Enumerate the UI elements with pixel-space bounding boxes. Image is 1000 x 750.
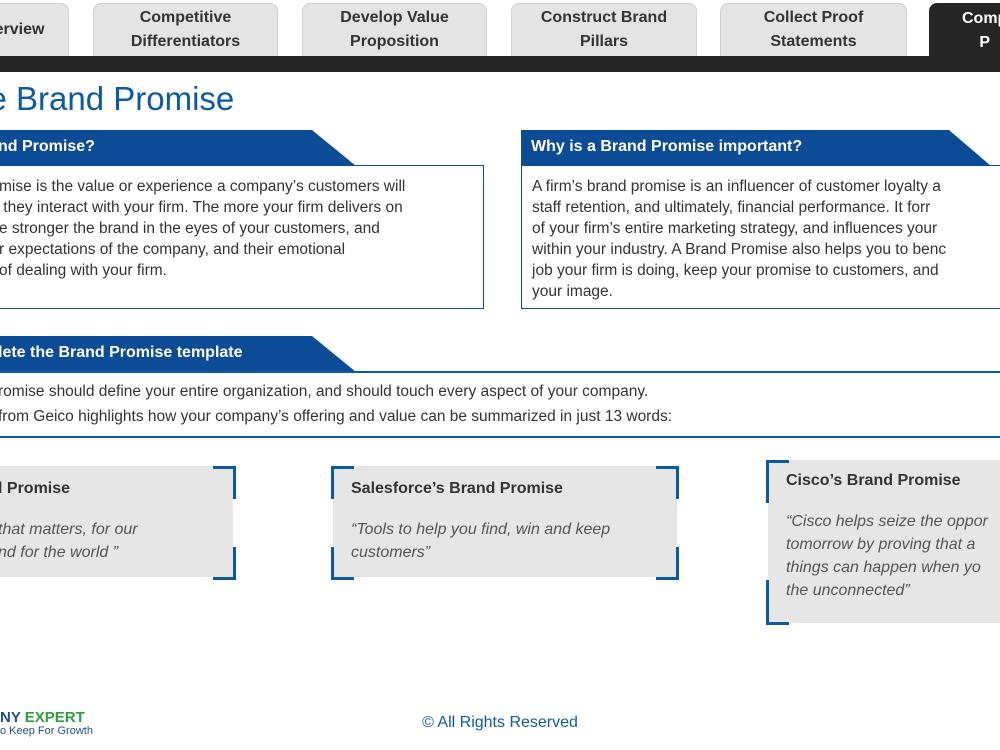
what-banner: nd Promise?	[0, 130, 356, 166]
why-textbox: A firm’s brand promise is an influencer …	[521, 165, 1000, 309]
why-line: staff retention, and ultimately, financi…	[532, 199, 931, 216]
card-quote: “Tools to help you find, win and keep cu…	[351, 521, 611, 561]
card-quote: that matters, for our nd for the world ”	[0, 521, 138, 561]
banner-shape	[0, 130, 356, 166]
why-heading: Why is a Brand Promise important?	[531, 138, 803, 155]
what-heading: nd Promise?	[0, 138, 95, 155]
banner-shape	[0, 336, 356, 372]
copyright: © All Rights Reserved	[422, 714, 578, 731]
tab-label: Develop Value Proposition	[340, 9, 449, 50]
why-line: A firm’s brand promise is an influencer …	[532, 178, 941, 195]
tab-collect-proof-statements[interactable]: Collect Proof Statements	[720, 3, 907, 56]
tab-competitive-differentiators[interactable]: Competitive Differentiators	[93, 3, 278, 56]
tab-label: Comp P	[962, 10, 1000, 51]
what-textbox: mise is the value or experience a compan…	[0, 165, 484, 309]
card-quote: “Cisco helps seize the oppor tomorrow by…	[786, 513, 988, 599]
bracket-corner	[213, 466, 236, 499]
card-title: Cisco’s Brand Promise	[786, 472, 961, 489]
tab-overview[interactable]: erview	[0, 3, 69, 56]
template-line: romise should define your entire organiz…	[0, 383, 649, 400]
bracket-corner	[656, 466, 679, 499]
section-rule	[0, 371, 1000, 373]
why-line: your image.	[532, 283, 613, 300]
why-line: within your industry. A Brand Promise al…	[532, 241, 947, 258]
tab-bar: erview Competitive Differentiators Devel…	[0, 0, 1000, 72]
tab-label: erview	[0, 21, 45, 38]
bracket-corner	[213, 547, 236, 580]
card-title: Salesforce’s Brand Promise	[351, 480, 563, 497]
what-line: of dealing with your firm.	[0, 262, 167, 279]
bracket-corner	[656, 547, 679, 580]
section-rule	[0, 436, 1000, 438]
brand-logo: NY EXPERT	[0, 709, 85, 726]
example-card-salesforce: Salesforce’s Brand Promise “Tools to hel…	[333, 466, 677, 577]
what-line: e stronger the brand in the eyes of your…	[0, 220, 380, 237]
what-line: they interact with your firm. The more y…	[0, 199, 403, 216]
example-card-geico: l Promise that matters, for our nd for t…	[0, 466, 233, 577]
template-banner: lete the Brand Promise template	[0, 336, 356, 372]
bracket-corner	[766, 580, 789, 625]
bracket-corner	[331, 466, 354, 499]
logo-tagline: o Keep For Growth	[0, 725, 93, 737]
why-line: of your firm’s entire marketing strategy…	[532, 220, 938, 237]
tab-compose-brand-promise[interactable]: Comp P	[929, 3, 1000, 58]
page-title: se Brand Promise	[0, 80, 235, 117]
what-line: r expectations of the company, and their…	[0, 241, 346, 258]
example-card-cisco: Cisco’s Brand Promise “Cisco helps seize…	[768, 460, 1000, 623]
logo-text: EXPERT	[24, 709, 85, 726]
bracket-corner	[331, 547, 354, 580]
template-line: from Geico highlights how your company’s…	[0, 408, 673, 425]
template-heading: lete the Brand Promise template	[0, 344, 243, 361]
tab-construct-brand-pillars[interactable]: Construct Brand Pillars	[511, 3, 697, 56]
tab-label: Collect Proof Statements	[763, 9, 864, 50]
banner-shape	[521, 130, 991, 166]
bracket-corner	[766, 460, 789, 503]
why-banner: Why is a Brand Promise important?	[521, 130, 1000, 166]
tab-label: Construct Brand Pillars	[540, 9, 668, 50]
what-line: mise is the value or experience a compan…	[0, 178, 406, 195]
logo-text: NY	[0, 709, 25, 726]
why-line: job your firm is doing, keep your promis…	[532, 262, 939, 279]
tab-label: Competitive Differentiators	[130, 9, 241, 50]
card-title: l Promise	[0, 480, 71, 497]
tab-develop-value-proposition[interactable]: Develop Value Proposition	[302, 3, 487, 56]
tab-bar-base	[0, 56, 1000, 72]
